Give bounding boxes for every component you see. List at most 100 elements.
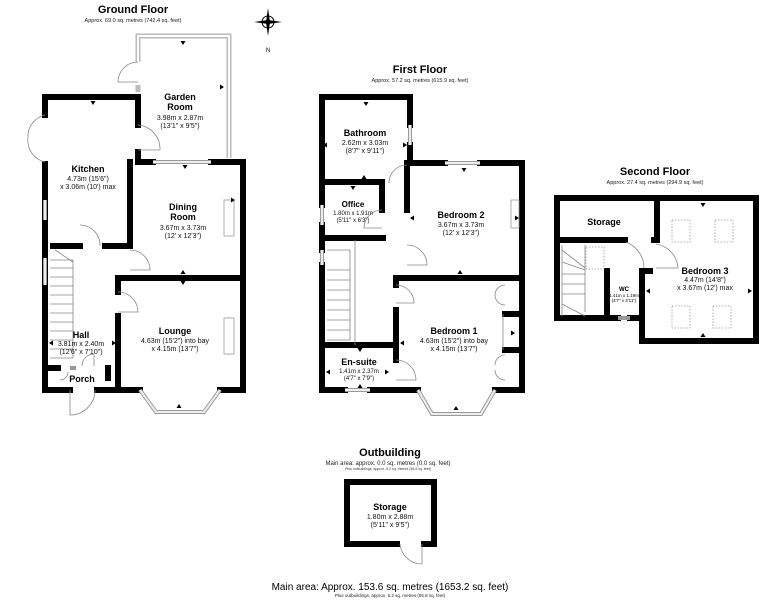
svg-text:Bedroom 3: Bedroom 3 <box>681 266 728 276</box>
compass-north-label: N <box>266 48 270 54</box>
measurement-arrow-icon <box>326 369 330 375</box>
office-label: Office 1.80m x 1.91m (5'11" x 6'3") <box>333 200 373 224</box>
measurement-arrow-icon <box>515 215 519 221</box>
svg-text:Office: Office <box>342 200 365 209</box>
ground-floor-windows <box>43 160 222 414</box>
svg-text:(12' x 12'3"): (12' x 12'3") <box>165 233 202 240</box>
svg-text:Bedroom 2: Bedroom 2 <box>437 210 484 220</box>
measurement-arrow-icon <box>220 84 224 90</box>
svg-text:4.63m (15'2") into bay: 4.63m (15'2") into bay <box>420 338 489 345</box>
measurement-arrow-icon <box>231 197 235 203</box>
measurement-arrow-icon <box>180 281 186 285</box>
first-floor-windows <box>320 125 504 416</box>
svg-text:(12'6" x 7'10"): (12'6" x 7'10") <box>59 349 102 356</box>
second-floor-area: Approx. 27.4 sq. metres (294.9 sq. feet) <box>607 180 704 186</box>
svg-text:x 4.15m (13'7"): x 4.15m (13'7") <box>151 346 198 353</box>
skylights <box>671 219 734 329</box>
bedroom-2-label: Bedroom 2 3.67m x 3.73m (12' x 12'3") <box>437 210 484 237</box>
chimney-breast <box>510 199 520 229</box>
svg-text:4.63m (15'2") into bay: 4.63m (15'2") into bay <box>141 338 210 345</box>
ground-floor-walls <box>42 94 246 393</box>
svg-text:Room: Room <box>167 102 193 112</box>
svg-text:Garden: Garden <box>164 92 196 102</box>
porch-label: Porch <box>69 374 95 384</box>
measurement-arrow-icon <box>511 330 515 336</box>
svg-text:(12' x 12'3"): (12' x 12'3") <box>443 230 480 237</box>
measurement-arrow-icon <box>357 384 363 388</box>
svg-text:Storage: Storage <box>373 502 407 512</box>
measurement-arrow-icon <box>403 142 407 148</box>
measurement-arrow-icon <box>180 41 186 45</box>
measurement-arrow-icon <box>182 165 188 169</box>
measurement-arrow-icon <box>361 175 367 179</box>
outbuilding-storage-label: Storage 1.80m x 2.88m (5'11" x 9'5") <box>367 502 413 529</box>
first-floor-title: First Floor <box>393 64 448 76</box>
dining-room-label: Dining Room 3.67m x 3.73m (12' x 12'3") <box>160 202 206 240</box>
measurement-arrow-icon <box>385 369 389 375</box>
svg-text:Lounge: Lounge <box>159 326 192 336</box>
first-floor: First Floor Approx. 57.2 sq. metres (615… <box>319 64 525 416</box>
hall-label: Hall 3.81m x 2.40m (12'6" x 7'10") <box>58 330 104 356</box>
kitchen-label: Kitchen 4.73m (15'6") x 3.06m (10') max <box>60 164 116 191</box>
ground-floor: Ground Floor Approx. 69.0 sq. metres (74… <box>27 4 246 416</box>
measurement-arrow-icon <box>410 215 414 221</box>
measurement-arrow-icon <box>176 404 182 408</box>
svg-text:(5'11" x 6'3"): (5'11" x 6'3") <box>336 218 369 224</box>
svg-text:Dining: Dining <box>169 202 197 212</box>
svg-text:x 3.06m (10') max: x 3.06m (10') max <box>60 184 116 191</box>
total-outbuildings: Plus outbuildings, approx. 5.2 sq. metre… <box>335 593 446 598</box>
svg-text:Room: Room <box>170 212 196 222</box>
measurement-arrow-icon <box>350 186 356 190</box>
svg-text:Kitchen: Kitchen <box>71 164 104 174</box>
bathroom-label: Bathroom 2.62m x 3.03m (8'7" x 9'11") <box>342 128 388 155</box>
garden-room-label: Garden Room 3.98m x 2.87m (13'1" x 9'5") <box>157 92 203 130</box>
svg-text:En-suite: En-suite <box>341 357 377 367</box>
svg-text:x 4.15m (13'7"): x 4.15m (13'7") <box>430 346 477 353</box>
outbuilding-area: Main area: approx. 0.0 sq. metres (0.0 s… <box>325 461 450 467</box>
svg-text:4.73m (15'6"): 4.73m (15'6") <box>67 176 109 183</box>
measurement-arrow-icon <box>357 348 363 352</box>
svg-text:1.80m x 1.91m: 1.80m x 1.91m <box>333 211 373 217</box>
svg-text:1.41m x 1.19m: 1.41m x 1.19m <box>609 293 639 298</box>
measurement-arrow-icon <box>461 168 467 172</box>
measurement-arrow-icon <box>112 340 116 346</box>
svg-text:x 3.67m (12') max: x 3.67m (12') max <box>677 285 733 292</box>
second-floor-doors <box>625 241 679 269</box>
second-floor-walls <box>554 195 759 344</box>
svg-text:(13'1" x 9'5"): (13'1" x 9'5") <box>160 123 199 130</box>
svg-text:4.47m (14'8"): 4.47m (14'8") <box>684 277 726 284</box>
first-floor-area: Approx. 57.2 sq. metres (615.9 sq. feet) <box>372 78 469 84</box>
ground-floor-area: Approx. 69.0 sq. metres (742.4 sq. feet) <box>85 18 182 24</box>
chimney-breast <box>223 317 235 355</box>
measurement-arrow-icon <box>90 101 96 105</box>
measurement-arrow-icon <box>646 288 650 294</box>
bedroom-3-label: Bedroom 3 4.47m (14'8") x 3.67m (12') ma… <box>677 266 733 292</box>
en-suite-label: En-suite 1.41m x 2.37m (4'7" x 7'9") <box>339 357 379 382</box>
svg-text:3.98m x 2.87m: 3.98m x 2.87m <box>157 115 203 122</box>
measurement-arrow-icon <box>700 333 706 337</box>
first-floor-walls <box>319 94 525 393</box>
outbuilding: Outbuilding Main area: approx. 0.0 sq. m… <box>325 447 451 565</box>
svg-text:(4'7" x 7'9"): (4'7" x 7'9") <box>344 376 374 382</box>
garden-room-walls <box>117 33 232 158</box>
second-floor: Second Floor Approx. 27.4 sq. metres (29… <box>554 166 759 344</box>
ground-floor-stairs <box>50 249 74 359</box>
measurement-arrows <box>49 41 752 410</box>
second-floor-title: Second Floor <box>620 166 691 178</box>
svg-text:1.80m x 2.88m: 1.80m x 2.88m <box>367 514 413 521</box>
second-floor-stairs <box>561 245 605 317</box>
measurement-arrow-icon <box>180 270 186 274</box>
ground-floor-title: Ground Floor <box>98 4 169 16</box>
svg-text:Hall: Hall <box>73 330 90 340</box>
svg-text:3.67m x 3.73m: 3.67m x 3.73m <box>160 225 206 232</box>
outbuilding-title: Outbuilding <box>359 447 421 459</box>
measurement-arrow-icon <box>323 142 327 148</box>
wc-label: WC 1.41m x 1.19m (4'7" x 3'11") <box>609 287 639 303</box>
measurement-arrow-icon <box>748 288 752 294</box>
measurement-arrow-icon <box>700 203 706 207</box>
outbuilding-door <box>399 543 423 565</box>
svg-text:1.41m x 2.37m: 1.41m x 2.37m <box>339 369 379 375</box>
svg-text:Bathroom: Bathroom <box>344 128 387 138</box>
first-floor-doors <box>363 164 506 381</box>
